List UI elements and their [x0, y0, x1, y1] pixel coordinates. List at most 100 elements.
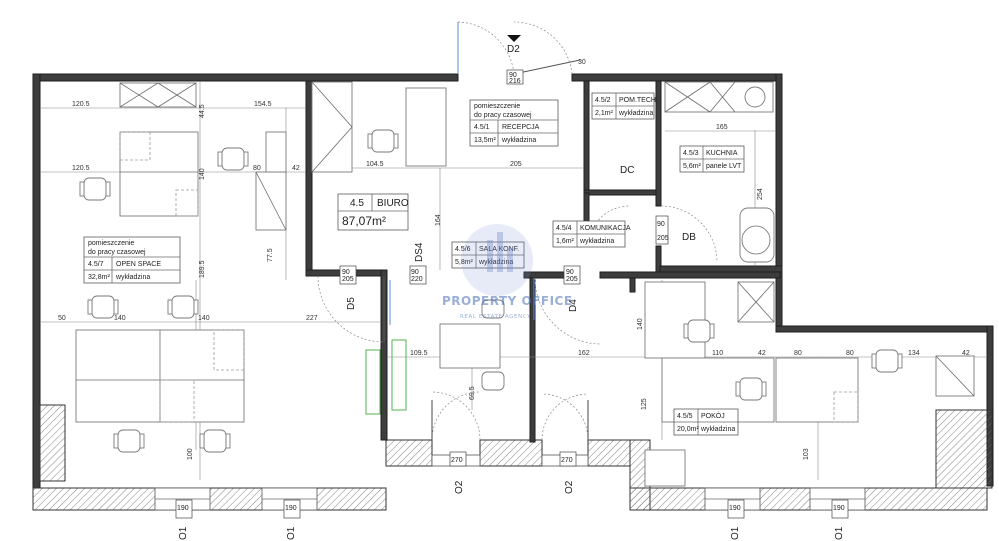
svg-text:wykładzina: wykładzina: [478, 259, 513, 266]
chair: [87, 295, 119, 319]
svg-text:2,1m²: 2,1m²: [595, 110, 614, 117]
chair: [79, 177, 111, 201]
svg-text:4.5/5: 4.5/5: [677, 413, 693, 420]
svg-text:154.5: 154.5: [254, 101, 272, 108]
svg-text:104.5: 104.5: [366, 161, 384, 168]
svg-text:87,07m²: 87,07m²: [342, 214, 386, 228]
svg-text:DS4: DS4: [414, 242, 425, 262]
svg-text:4.5/4: 4.5/4: [556, 225, 572, 232]
watermark-logo: PROPERTY OFFICE REAL ESTATE AGENCY: [442, 224, 573, 320]
svg-text:140: 140: [114, 315, 126, 322]
svg-text:D2: D2: [507, 44, 520, 55]
svg-text:SALA KONF.: SALA KONF.: [479, 246, 519, 253]
svg-text:77.5: 77.5: [267, 248, 274, 262]
svg-text:wykładzina: wykładzina: [700, 426, 735, 433]
svg-text:165: 165: [716, 124, 728, 131]
svg-text:164: 164: [435, 214, 442, 226]
svg-text:205: 205: [566, 276, 578, 283]
svg-text:5,8m²: 5,8m²: [455, 259, 474, 266]
svg-text:80: 80: [253, 165, 261, 172]
svg-text:227: 227: [306, 315, 318, 322]
svg-text:120.5: 120.5: [72, 101, 90, 108]
svg-text:189.5: 189.5: [199, 260, 206, 278]
svg-text:190: 190: [729, 505, 741, 512]
room-label-komunikacja: 4.5/4 KOMUNIKACJA 1,6m² wykładzina: [552, 220, 631, 248]
svg-text:OPEN SPACE: OPEN SPACE: [116, 261, 161, 268]
svg-text:POM.TECH.: POM.TECH.: [619, 97, 658, 104]
svg-text:254: 254: [757, 188, 764, 200]
svg-text:D5: D5: [346, 297, 357, 310]
room-label-sala-konf: 4.5/6 SALA KONF. 5,8m² wykładzina: [451, 241, 525, 269]
svg-text:RECEPCJA: RECEPCJA: [502, 124, 540, 131]
svg-text:pomieszczenie: pomieszczenie: [474, 103, 520, 110]
svg-text:D4: D4: [568, 299, 579, 312]
svg-text:270: 270: [561, 457, 573, 464]
svg-text:KUCHNIA: KUCHNIA: [706, 150, 738, 157]
svg-text:4.5/1: 4.5/1: [474, 124, 490, 131]
chair: [481, 299, 505, 319]
svg-text:POKÓJ: POKÓJ: [701, 411, 725, 420]
chair: [217, 147, 249, 171]
svg-text:190: 190: [177, 505, 189, 512]
chair: [683, 319, 715, 343]
svg-text:do pracy czasowej: do pracy czasowej: [474, 112, 532, 119]
svg-text:205: 205: [342, 276, 354, 283]
svg-text:42: 42: [962, 350, 970, 357]
chair: [113, 429, 145, 453]
svg-text:5,6m²: 5,6m²: [683, 163, 702, 170]
svg-text:O1: O1: [730, 526, 741, 540]
room-label-kuchnia: 4.5/3 KUCHNIA 5,6m² panele LVT: [679, 145, 745, 173]
furniture: [75, 81, 975, 487]
svg-text:do pracy czasowej: do pracy czasowej: [88, 249, 146, 256]
svg-text:4.5/2: 4.5/2: [595, 97, 611, 104]
svg-text:panele LVT: panele LVT: [706, 163, 742, 170]
svg-text:205: 205: [657, 235, 669, 242]
chair: [481, 371, 505, 391]
svg-text:O1: O1: [178, 526, 189, 540]
chair: [167, 295, 199, 319]
door-tags: 90 216 90 205 90 205 90 220 90 205 270 2…: [175, 69, 849, 519]
room-label-pom-tech: 4.5/2 POM.TECH. 2,1m² wykładzina: [591, 92, 658, 120]
svg-text:O2: O2: [564, 480, 575, 494]
svg-text:20,0m²: 20,0m²: [677, 426, 699, 433]
svg-text:BIURO: BIURO: [377, 198, 409, 209]
svg-text:50: 50: [58, 315, 66, 322]
svg-text:PROPERTY OFFICE: PROPERTY OFFICE: [442, 294, 573, 308]
svg-text:109.5: 109.5: [410, 350, 428, 357]
svg-text:O1: O1: [834, 526, 845, 540]
svg-text:44.5: 44.5: [199, 104, 206, 118]
svg-text:42: 42: [292, 165, 300, 172]
svg-text:REAL ESTATE AGENCY: REAL ESTATE AGENCY: [460, 314, 531, 320]
svg-text:pomieszczenie: pomieszczenie: [88, 240, 134, 247]
svg-text:4.5: 4.5: [350, 198, 364, 209]
svg-text:103: 103: [803, 448, 810, 460]
room-label-recepcja: pomieszczenie do pracy czasowej 4.5/1 RE…: [469, 99, 559, 147]
svg-text:90: 90: [566, 269, 574, 276]
svg-text:42: 42: [758, 350, 766, 357]
svg-text:1,6m²: 1,6m²: [556, 238, 575, 245]
svg-text:140: 140: [198, 315, 210, 322]
chair: [367, 129, 399, 153]
svg-text:4.5/7: 4.5/7: [88, 261, 104, 268]
outer-walls: [32, 73, 994, 511]
doors: [317, 21, 718, 441]
svg-text:140: 140: [637, 318, 644, 330]
svg-text:32,8m²: 32,8m²: [88, 274, 110, 281]
svg-text:4.5/6: 4.5/6: [455, 246, 471, 253]
svg-text:216: 216: [509, 78, 521, 85]
svg-text:90: 90: [411, 269, 419, 276]
svg-text:wykładzina: wykładzina: [501, 137, 536, 144]
svg-text:O1: O1: [286, 526, 297, 540]
svg-text:KOMUNIKACJA: KOMUNIKACJA: [580, 225, 631, 232]
room-label-open-space: pomieszczenie do pracy czasowej 4.5/7 OP…: [83, 236, 181, 284]
svg-text:wykładzina: wykładzina: [618, 110, 653, 117]
room-label-pokoj: 4.5/5 POKÓJ 20,0m² wykładzina: [673, 408, 739, 436]
door-labels: D2 DC DB D5 DS4 D4 O2 O2 O1 O1 O1 O1: [178, 44, 845, 540]
svg-text:140: 140: [199, 168, 206, 180]
svg-text:162: 162: [578, 350, 590, 357]
svg-text:13,5m²: 13,5m²: [474, 137, 496, 144]
svg-text:220: 220: [411, 276, 423, 283]
svg-text:120.5: 120.5: [72, 165, 90, 172]
svg-text:100: 100: [187, 448, 194, 460]
